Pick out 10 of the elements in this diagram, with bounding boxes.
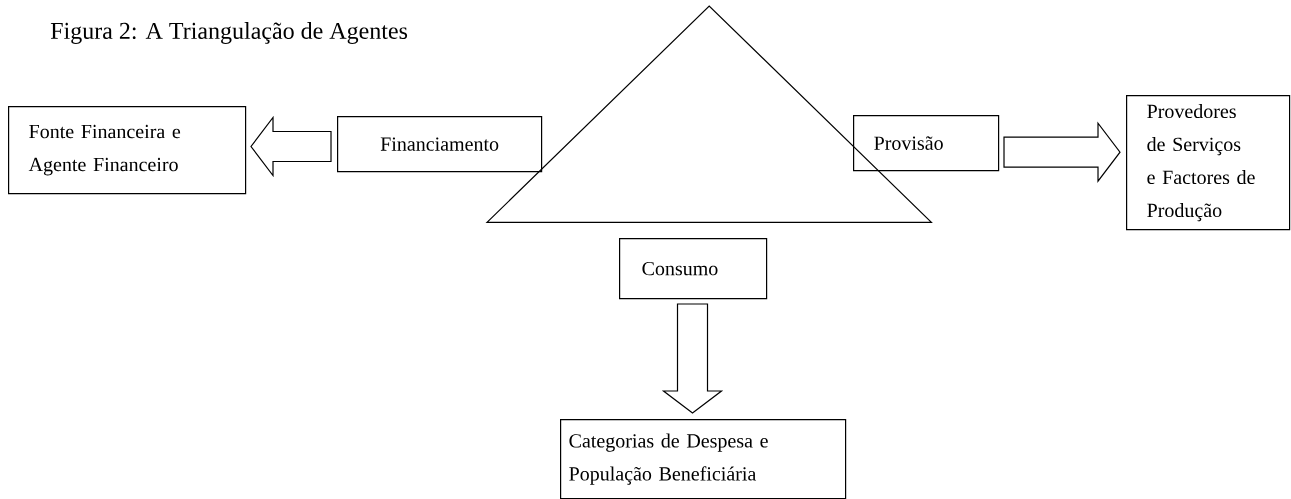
block-arrow (1003, 121, 1121, 183)
text-box: Fonte Financeira e Agente Financeiro (8, 106, 247, 195)
figure-title: Figura 2: A Triangulação de Agentes (50, 22, 408, 44)
block-arrow (250, 115, 332, 178)
text-box: Financiamento (337, 116, 543, 173)
text-box: Provisão (853, 115, 1000, 172)
text-box: Provedores de Serviços e Factores de Produção (1126, 95, 1291, 231)
text-box: Categorias de Despesa e População Beneficiária (560, 419, 847, 499)
text-box: Consumo (619, 238, 768, 300)
block-arrow (661, 303, 724, 414)
